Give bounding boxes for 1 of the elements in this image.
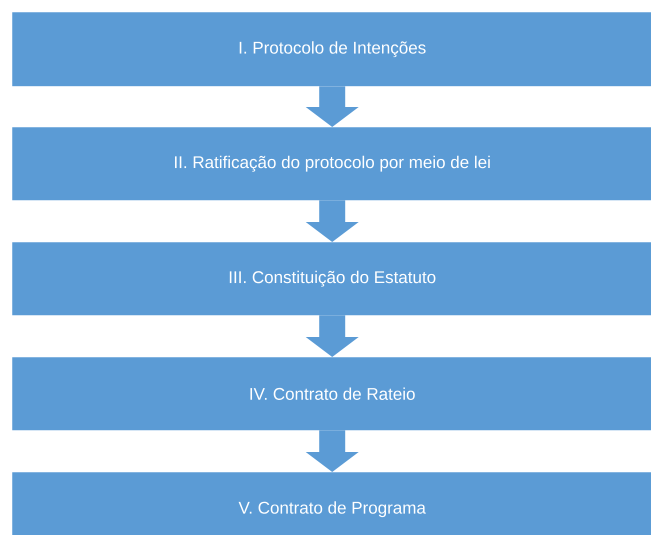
process-box: I. Protocolo de Intenções: [12, 12, 651, 86]
